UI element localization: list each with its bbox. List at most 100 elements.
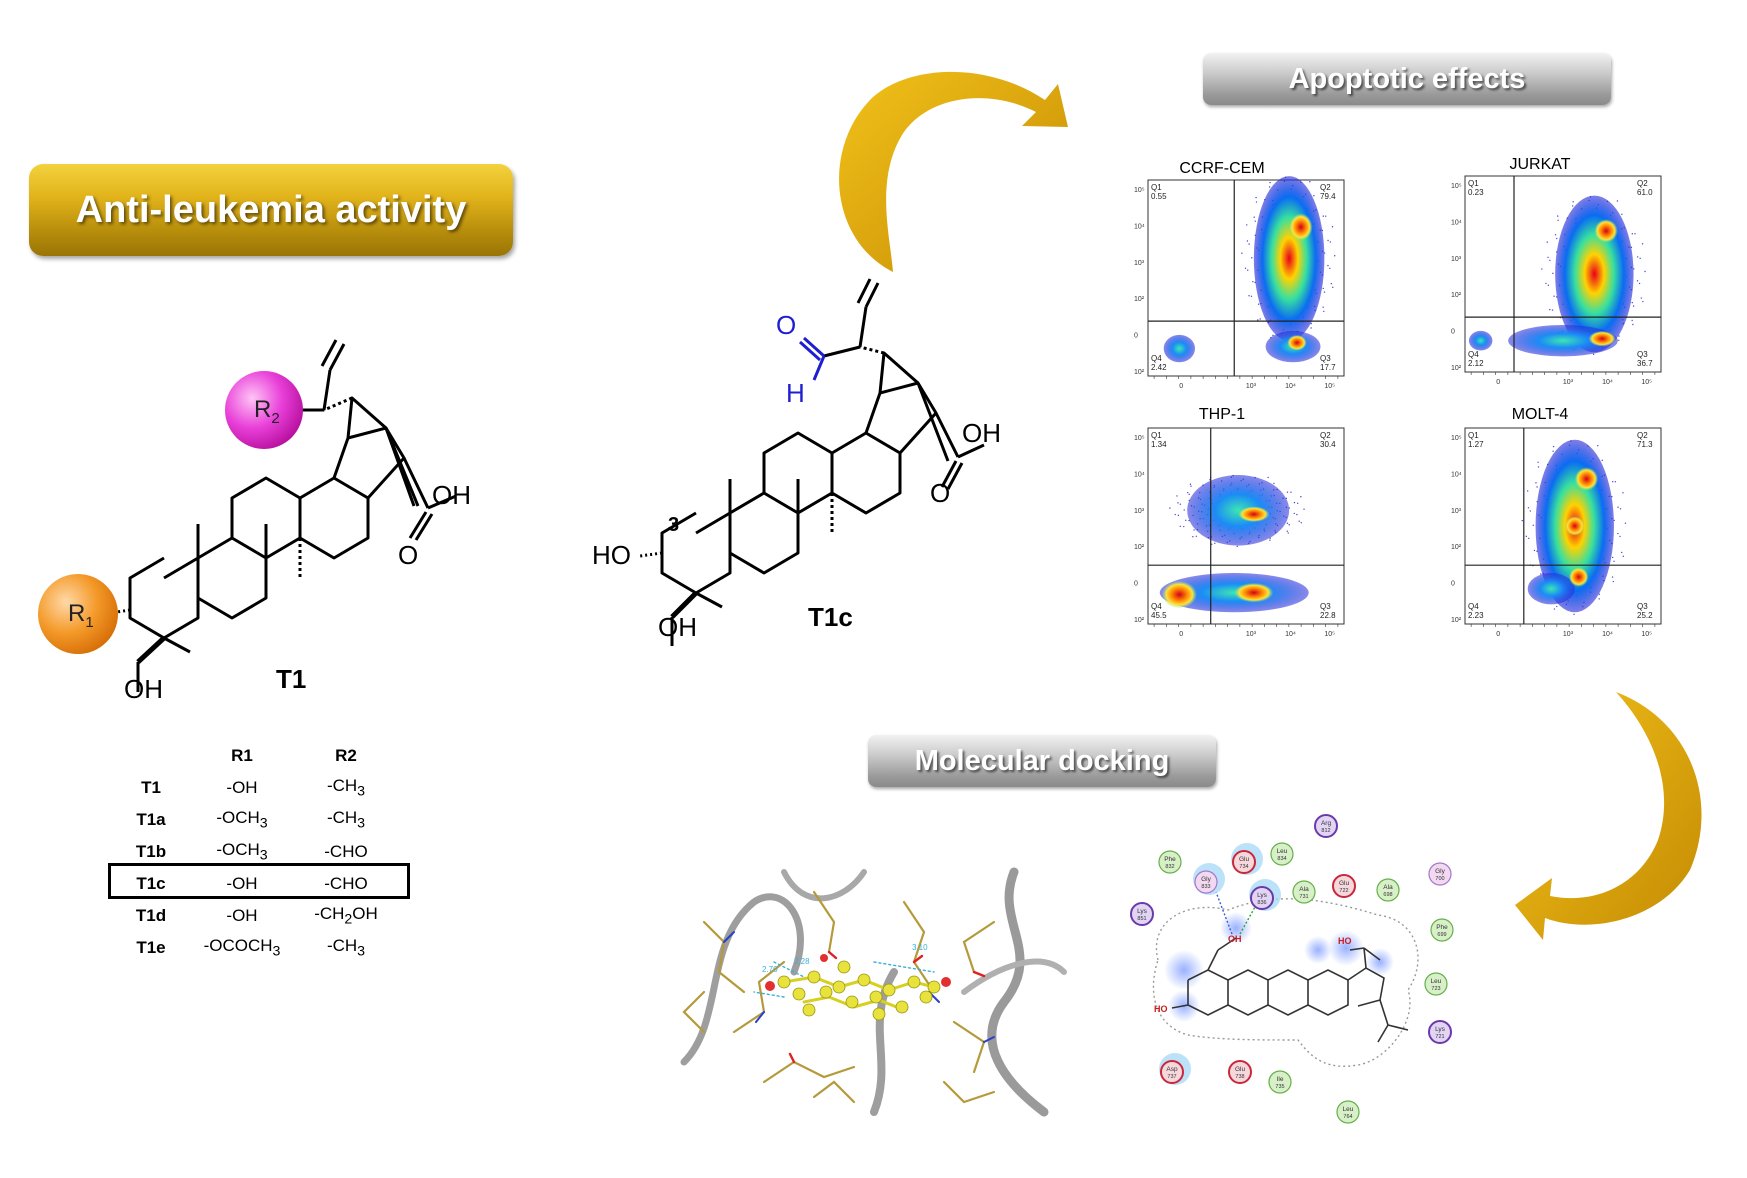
residue-circle: [1270, 842, 1294, 866]
quadrant-percent: 1.34: [1151, 440, 1167, 449]
residue-circle: [1228, 1060, 1252, 1084]
quadrant-percent: 22.8: [1320, 611, 1336, 620]
quadrant-name: Q3: [1320, 354, 1331, 363]
quadrant-percent: 61.0: [1637, 188, 1653, 197]
ligand-atom-label: HO: [1154, 1004, 1168, 1014]
r1-value: -OCH3: [216, 808, 268, 832]
quadrant-name: Q1: [1151, 183, 1162, 192]
residue-number: 833: [1201, 884, 1210, 890]
table-row: T1d -OH -CH2OH: [108, 900, 402, 932]
residue-number: 832: [1165, 864, 1174, 870]
ligand-atom-label: OH: [1228, 934, 1242, 944]
quadrant-percent: 0.55: [1151, 192, 1167, 201]
highlight-box: [108, 863, 410, 899]
residue-number: 735: [1275, 1084, 1284, 1090]
quadrant-percent: 36.7: [1637, 359, 1653, 368]
residue-circle: [1336, 1100, 1360, 1124]
compound-name: T1e: [136, 938, 166, 957]
flow-plot-title: MOLT-4: [1511, 406, 1569, 423]
r2-value: -CHO: [324, 874, 368, 893]
t1-structure: [103, 339, 457, 692]
residue-circle: [1376, 878, 1400, 902]
r1-value: -OH: [226, 906, 258, 925]
ligand-atom-label: HO: [1338, 936, 1352, 946]
quadrant-name: Q4: [1468, 350, 1479, 359]
arrow-bottom-icon: [1515, 692, 1702, 940]
r1-value: -OCOCH3: [203, 936, 281, 960]
residue-circle: [1428, 1020, 1452, 1044]
quadrant-name: Q3: [1637, 350, 1648, 359]
quadrant-name: Q4: [1468, 602, 1479, 611]
residue-name: Leu: [1277, 848, 1288, 855]
residue-number: 699: [1437, 932, 1446, 938]
residue-number: 851: [1137, 916, 1146, 922]
ligand-skeleton: [1171, 937, 1409, 1043]
r1-ball: [38, 574, 118, 654]
residue-circle: [1160, 1060, 1184, 1084]
residue-circle: [1194, 870, 1218, 894]
t1-oh-acid: OH: [432, 480, 471, 510]
residue-name: Leu: [1431, 978, 1442, 985]
residue-number: 722: [1339, 888, 1348, 894]
quadrant-percent: 79.4: [1320, 192, 1336, 201]
docking-distance: 2.28: [794, 957, 810, 966]
r2-value: -CHO: [324, 842, 368, 861]
t1-o-acid: O: [398, 540, 419, 570]
residue-name: Ile: [1277, 1076, 1284, 1083]
arrow-top-icon: [839, 71, 1068, 273]
residue-circle: [1158, 850, 1182, 874]
t1-r1-label: R1: [68, 600, 94, 631]
residue-number: 764: [1343, 1114, 1352, 1120]
table-row-highlighted: T1c -OH -CHO: [108, 868, 402, 900]
residue-name: Asp: [1166, 1066, 1178, 1073]
quadrant-percent: 1.27: [1468, 440, 1484, 449]
compound-name: T1a: [136, 810, 166, 829]
quadrant-percent: 30.4: [1320, 440, 1336, 449]
table-row: T1a -OCH3 -CH3: [108, 804, 402, 836]
residue-circle: [1314, 814, 1338, 838]
quadrant-percent: 71.3: [1637, 440, 1653, 449]
docking-3d-view: 2.28 3.10 2.70: [680, 867, 1067, 1117]
quadrant-name: Q1: [1151, 431, 1162, 440]
residue-circle: [1292, 880, 1316, 904]
residue-name: Gly: [1435, 868, 1446, 875]
residue-name: Lys: [1137, 908, 1148, 915]
t1c-o-acid: O: [930, 478, 951, 508]
quadrant-name: Q4: [1151, 354, 1162, 363]
residue-name: Arg: [1321, 820, 1332, 827]
compound-name: T1d: [135, 906, 167, 925]
t1c-ho: HO: [592, 540, 631, 570]
t1-r2-label: R2: [254, 396, 280, 427]
residue-number: 723: [1431, 986, 1440, 992]
residue-circle: [1332, 874, 1356, 898]
quadrant-name: Q4: [1151, 602, 1162, 611]
residue-number: 700: [1435, 876, 1444, 882]
flow-plot-title: THP-1: [1198, 406, 1246, 423]
residue-number: 698: [1383, 892, 1392, 898]
residue-number: 731: [1299, 894, 1308, 900]
quadrant-name: Q1: [1468, 179, 1479, 188]
residue-number: 721: [1435, 1034, 1444, 1040]
residue-number: 737: [1167, 1074, 1176, 1080]
residue-name: Phe: [1164, 856, 1176, 863]
r2-value: -CH3: [326, 808, 366, 832]
docking-distance: 3.10: [912, 943, 928, 952]
table-row: T1e -OCOCH3 -CH3: [108, 932, 402, 964]
residue-number: 734: [1239, 864, 1248, 870]
docking-distance: 2.70: [762, 965, 778, 974]
quadrant-name: Q3: [1320, 602, 1331, 611]
residue-number: 738: [1235, 1074, 1244, 1080]
